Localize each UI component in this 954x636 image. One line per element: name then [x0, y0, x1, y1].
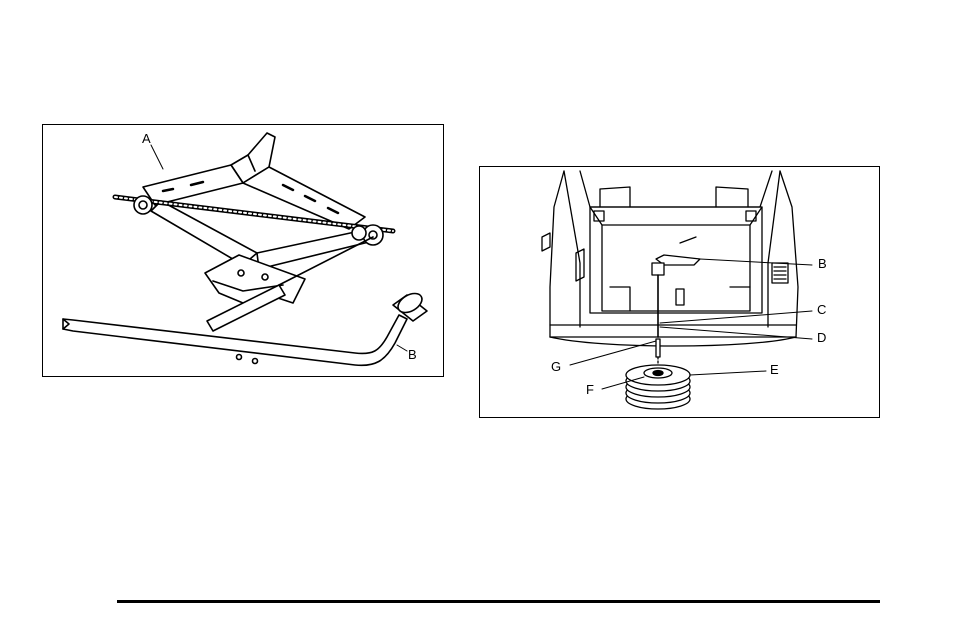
page-footer-rule: [117, 600, 880, 603]
callout-g: G: [551, 360, 561, 373]
scissor-jack-drawing: [115, 133, 393, 364]
callout-c: C: [817, 303, 826, 316]
retainer-drawing: [656, 275, 660, 373]
spare-tire-drawing: [626, 365, 690, 409]
callout-b-wrench: B: [408, 348, 417, 361]
callout-d: D: [817, 331, 826, 344]
spare-tire-figure: B C D E F G: [479, 166, 880, 418]
callout-a-jack: A: [142, 132, 151, 145]
spare-tire-illustration: [480, 167, 879, 417]
callout-e-tire: E: [770, 363, 779, 376]
jack-wrench-illustration: [43, 125, 443, 376]
callout-b-jack: B: [818, 257, 827, 270]
jack-and-wrench-figure: A B: [42, 124, 444, 377]
stowed-jack-drawing: [652, 255, 700, 275]
callout-f: F: [586, 383, 594, 396]
